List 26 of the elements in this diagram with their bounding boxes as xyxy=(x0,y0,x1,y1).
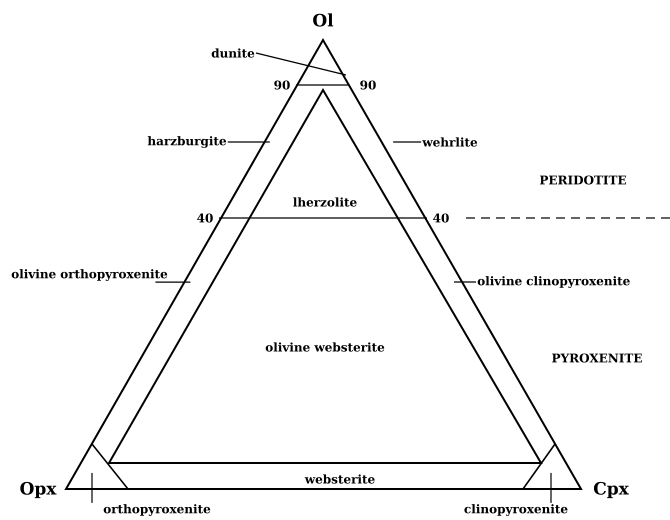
field-label: websterite xyxy=(304,474,375,484)
vertex-label: Opx xyxy=(20,482,57,498)
leader-line xyxy=(256,52,346,76)
rock-name: dunite xyxy=(212,48,254,58)
vertex-label: Ol xyxy=(313,13,334,27)
rock-name: clinopyroxenite xyxy=(464,504,568,516)
axis-value: 40 xyxy=(197,213,213,223)
rock-name: wehrlite xyxy=(422,137,478,147)
axis-value: 90 xyxy=(274,80,290,90)
rock-name: orthopyroxenite xyxy=(104,504,210,516)
field-label: PERIDOTITE xyxy=(540,175,626,185)
rock-name: olivine clinopyroxenite xyxy=(478,276,630,288)
field-label: lherzolite xyxy=(293,197,357,207)
rock-name: harzburgite xyxy=(148,136,226,148)
leader-line xyxy=(228,141,270,143)
rock-name: olivine orthopyroxenite xyxy=(12,269,168,281)
leader-line xyxy=(155,281,190,283)
vertex-label: Cpx xyxy=(594,482,629,498)
leader-line xyxy=(454,281,476,283)
axis-value: 90 xyxy=(360,80,376,90)
axis-value: 40 xyxy=(433,213,449,223)
field-label: olivine websterite xyxy=(266,342,384,352)
leader-line xyxy=(91,472,93,503)
leader-line xyxy=(393,141,422,143)
field-label: PYROXENITE xyxy=(552,353,642,363)
leader-line xyxy=(550,472,552,503)
